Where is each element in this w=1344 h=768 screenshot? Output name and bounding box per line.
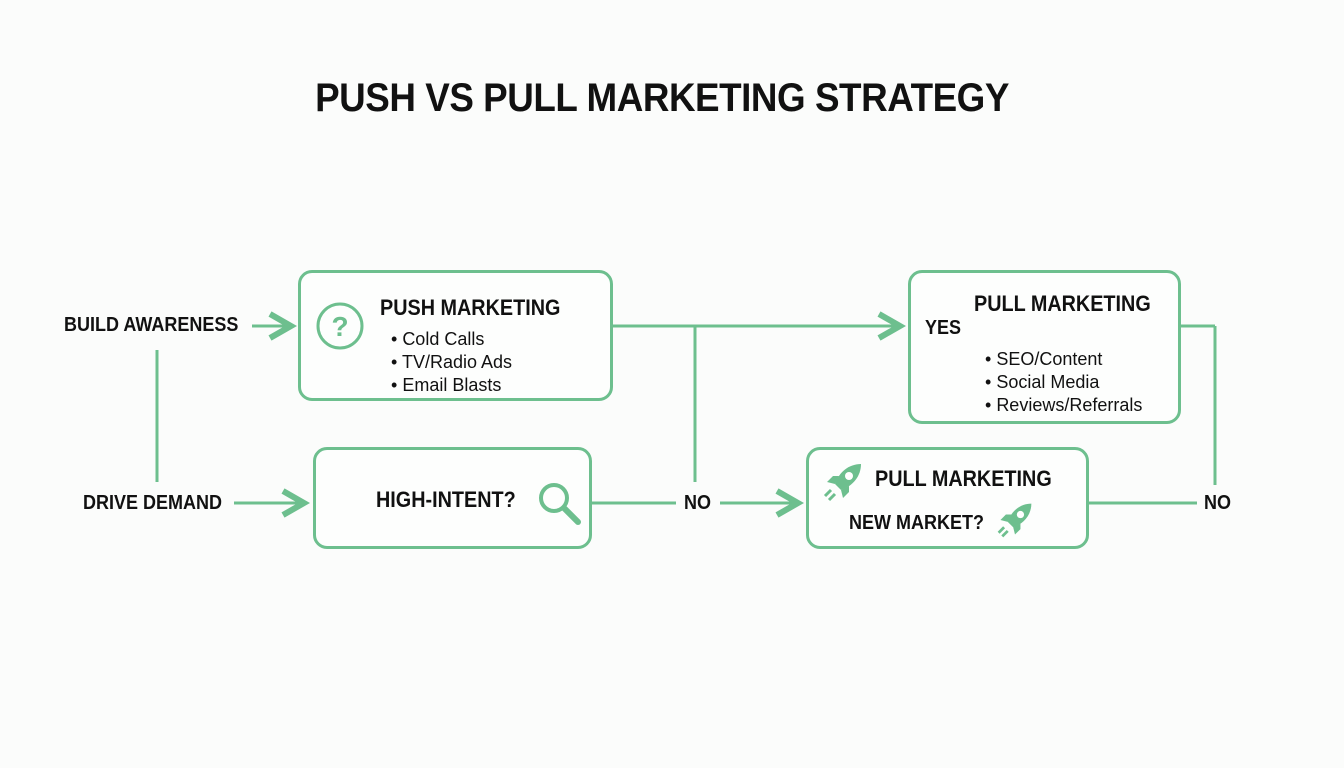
drive-demand-label: DRIVE DEMAND bbox=[83, 492, 223, 514]
question-circle-icon: ? bbox=[316, 302, 364, 350]
rocket-icon bbox=[997, 503, 1032, 538]
list-item: Email Blasts bbox=[391, 374, 512, 397]
push-heading: PUSH MARKETING bbox=[380, 295, 561, 320]
new-market-label: NEW MARKET? bbox=[849, 512, 984, 534]
list-item: Cold Calls bbox=[391, 328, 512, 351]
page-title: PUSH VS PULL MARKETING STRATEGY bbox=[315, 76, 1009, 120]
push-marketing-box: ? PUSH MARKETING Cold Calls TV/Radio Ads… bbox=[298, 270, 613, 401]
rocket-icon bbox=[823, 464, 861, 502]
pull-list: SEO/Content Social Media Reviews/Referra… bbox=[985, 348, 1142, 417]
no-label: NO bbox=[684, 492, 711, 514]
new-market-heading: PULL MARKETING bbox=[875, 466, 1052, 491]
yes-label: YES bbox=[925, 317, 962, 339]
high-intent-label: HIGH-INTENT? bbox=[376, 487, 516, 512]
no-label-right: NO bbox=[1204, 492, 1231, 514]
new-market-box: PULL MARKETING NEW MARKET? bbox=[806, 447, 1089, 549]
high-intent-box: HIGH-INTENT? bbox=[313, 447, 592, 549]
list-item: SEO/Content bbox=[985, 348, 1142, 371]
list-item: Social Media bbox=[985, 371, 1142, 394]
pull-marketing-box: PULL MARKETING YES SEO/Content Social Me… bbox=[908, 270, 1181, 424]
build-awareness-label: BUILD AWARENESS bbox=[64, 314, 239, 336]
list-item: TV/Radio Ads bbox=[391, 351, 512, 374]
svg-text:?: ? bbox=[331, 311, 348, 342]
list-item: Reviews/Referrals bbox=[985, 394, 1142, 417]
pull-heading: PULL MARKETING bbox=[974, 291, 1151, 316]
magnifier-icon bbox=[539, 483, 581, 525]
push-list: Cold Calls TV/Radio Ads Email Blasts bbox=[391, 328, 512, 397]
